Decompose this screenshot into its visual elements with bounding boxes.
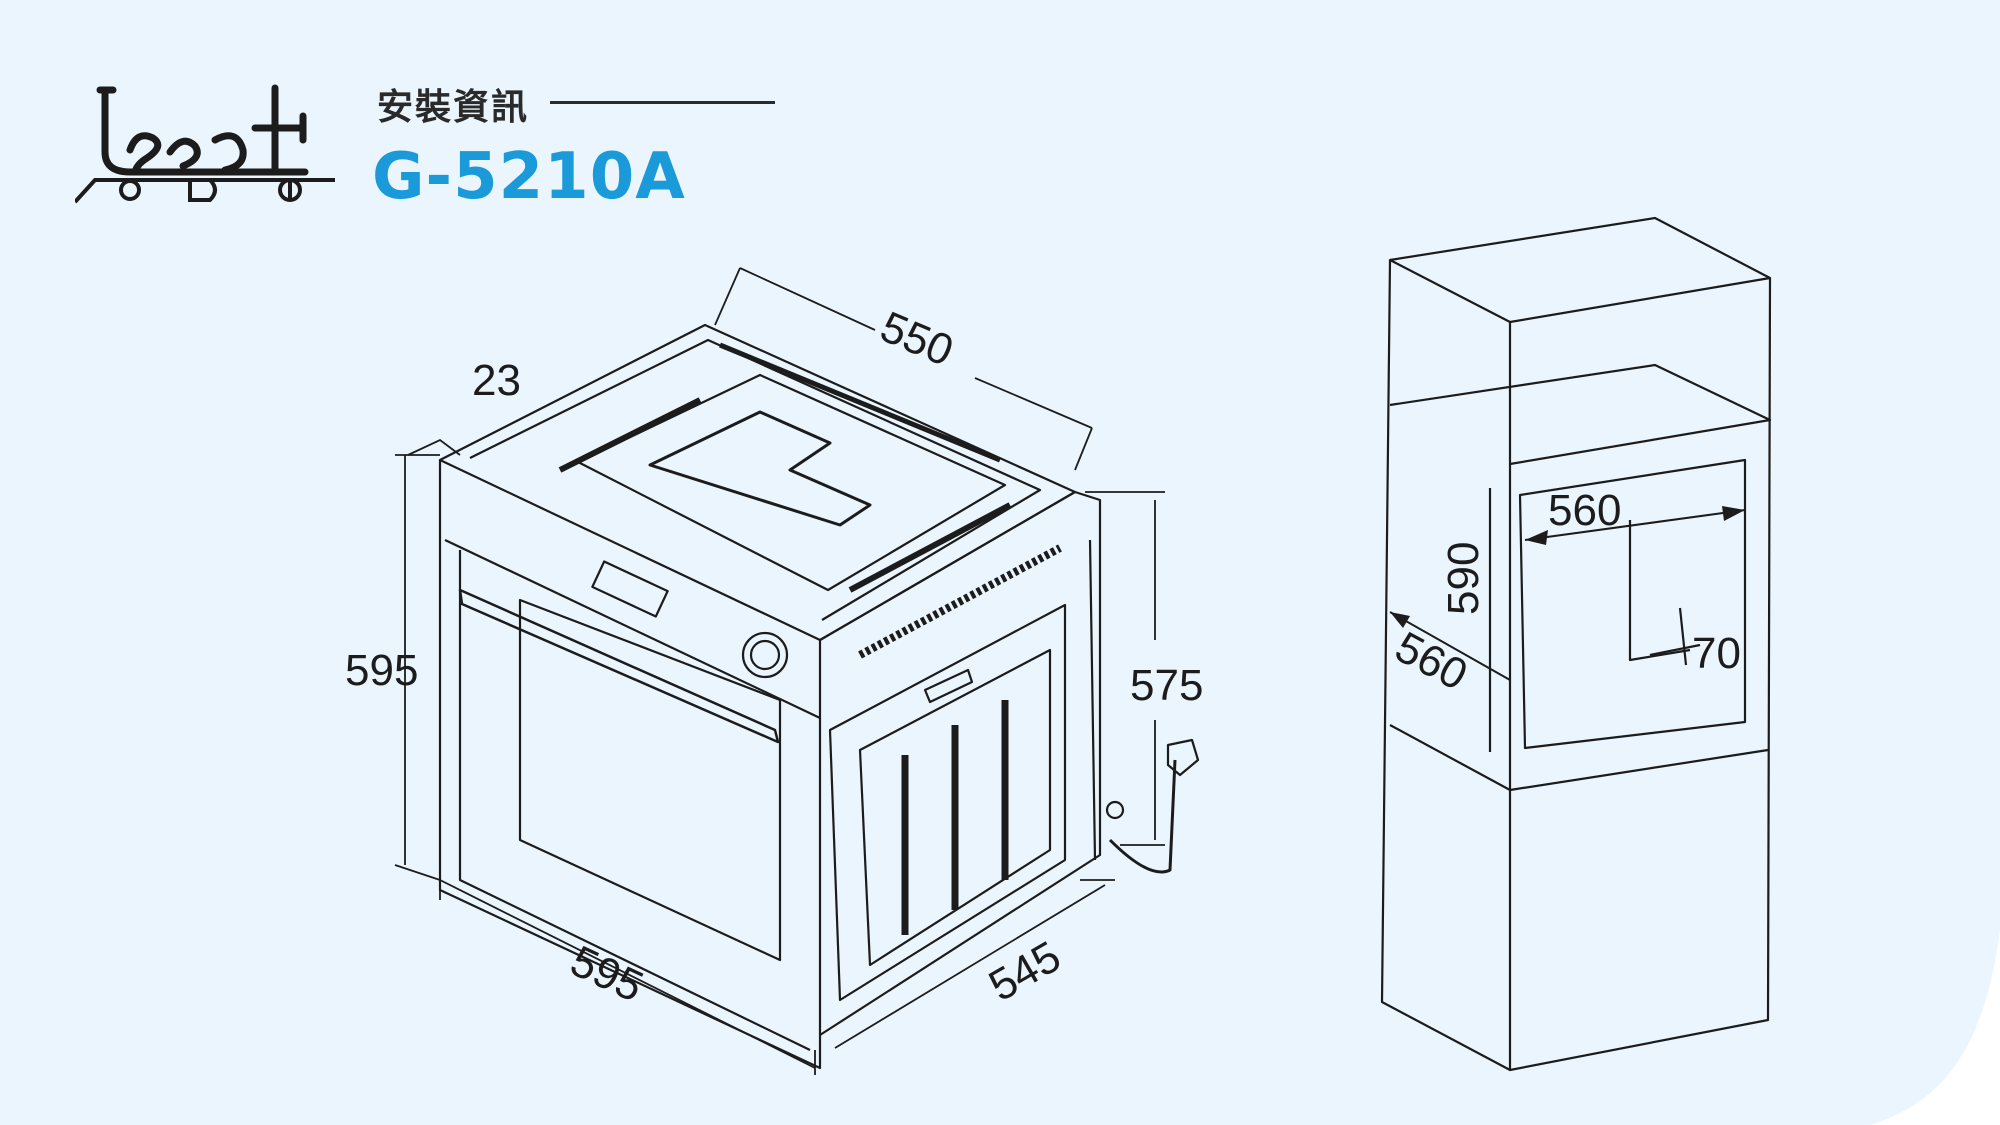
dim-vent-gap: 70 (1692, 629, 1741, 678)
dim-top-width: 550 (873, 302, 960, 376)
cabinet-drawing (1380, 216, 1772, 1072)
dim-niche-depth: 560 (1387, 622, 1475, 700)
section-title: 安裝資訊 (377, 87, 530, 128)
brand-logo (75, 84, 335, 204)
dim-body-height: 575 (1130, 661, 1203, 710)
cabinet-dimension-arrows (1389, 506, 1746, 681)
dim-niche-width: 560 (1548, 486, 1621, 535)
dim-panel-thickness: 23 (472, 356, 521, 405)
model-number: G-5210A (372, 140, 686, 214)
heading-divider (550, 101, 775, 104)
dim-niche-height: 590 (1439, 542, 1488, 615)
dim-body-depth: 545 (981, 932, 1069, 1011)
dim-front-height: 595 (345, 646, 418, 695)
dimension-lines (394, 267, 1165, 1075)
oven-drawing (438, 323, 1200, 1070)
